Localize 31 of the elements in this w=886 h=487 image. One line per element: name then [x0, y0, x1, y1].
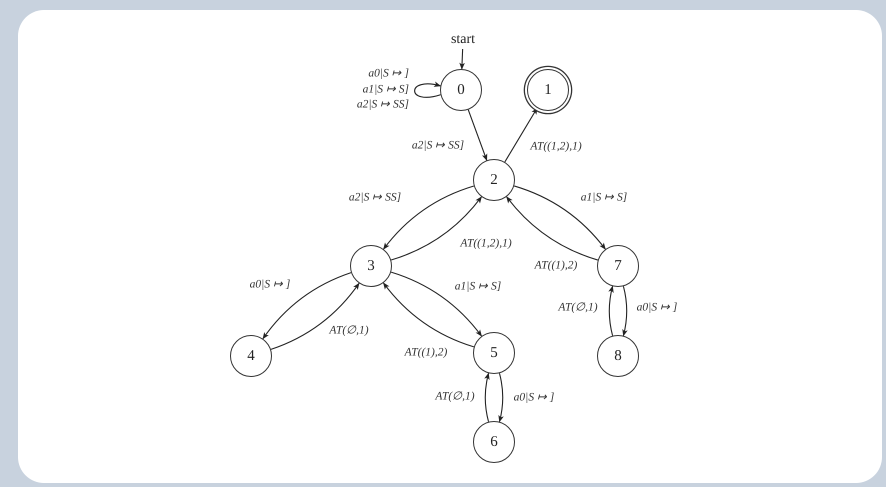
edge-label: a1|S ↦ S] [454, 280, 502, 294]
transition-arrow [390, 196, 482, 261]
edge-label: AT(∅,1) [557, 302, 599, 314]
transition-arrow [622, 286, 628, 336]
transition-arrow [498, 373, 504, 422]
transition-arrow [383, 282, 474, 348]
edge-label: a0|S ↦ ] [512, 392, 556, 404]
transition-arrow [459, 48, 465, 70]
edge-label: AT(∅,1) [434, 390, 476, 404]
edge-label: AT((1),2) [404, 346, 448, 360]
transition-arrow [414, 82, 442, 98]
transition-arrow [484, 372, 490, 422]
edge-label: AT(∅,1) [328, 324, 370, 338]
edge-label: AT((1,2),1) [529, 140, 583, 154]
transition-arrow [506, 196, 598, 261]
accepting-state-circle: 1 [527, 69, 569, 111]
edge-label: a0|S ↦ ] [636, 302, 678, 314]
transition-arrow [270, 282, 360, 350]
edge-label: a2|S ↦ SS] [410, 140, 466, 152]
start-label: start [445, 31, 481, 49]
transition-arrow [383, 185, 474, 250]
edge-label: AT((1,2),1) [459, 238, 513, 250]
edge-label: AT((1),2) [534, 260, 578, 272]
transition-arrow [608, 286, 614, 336]
transition-arrow [390, 272, 482, 337]
edge-label: a0|S ↦ ] [248, 278, 292, 292]
edge-label: a1|S ↦ S] [580, 192, 628, 204]
transition-arrow [262, 272, 352, 340]
edge-label: a2|S ↦ SS] [348, 192, 402, 204]
transition-arrow [514, 185, 606, 250]
transition-arrow [468, 110, 488, 161]
